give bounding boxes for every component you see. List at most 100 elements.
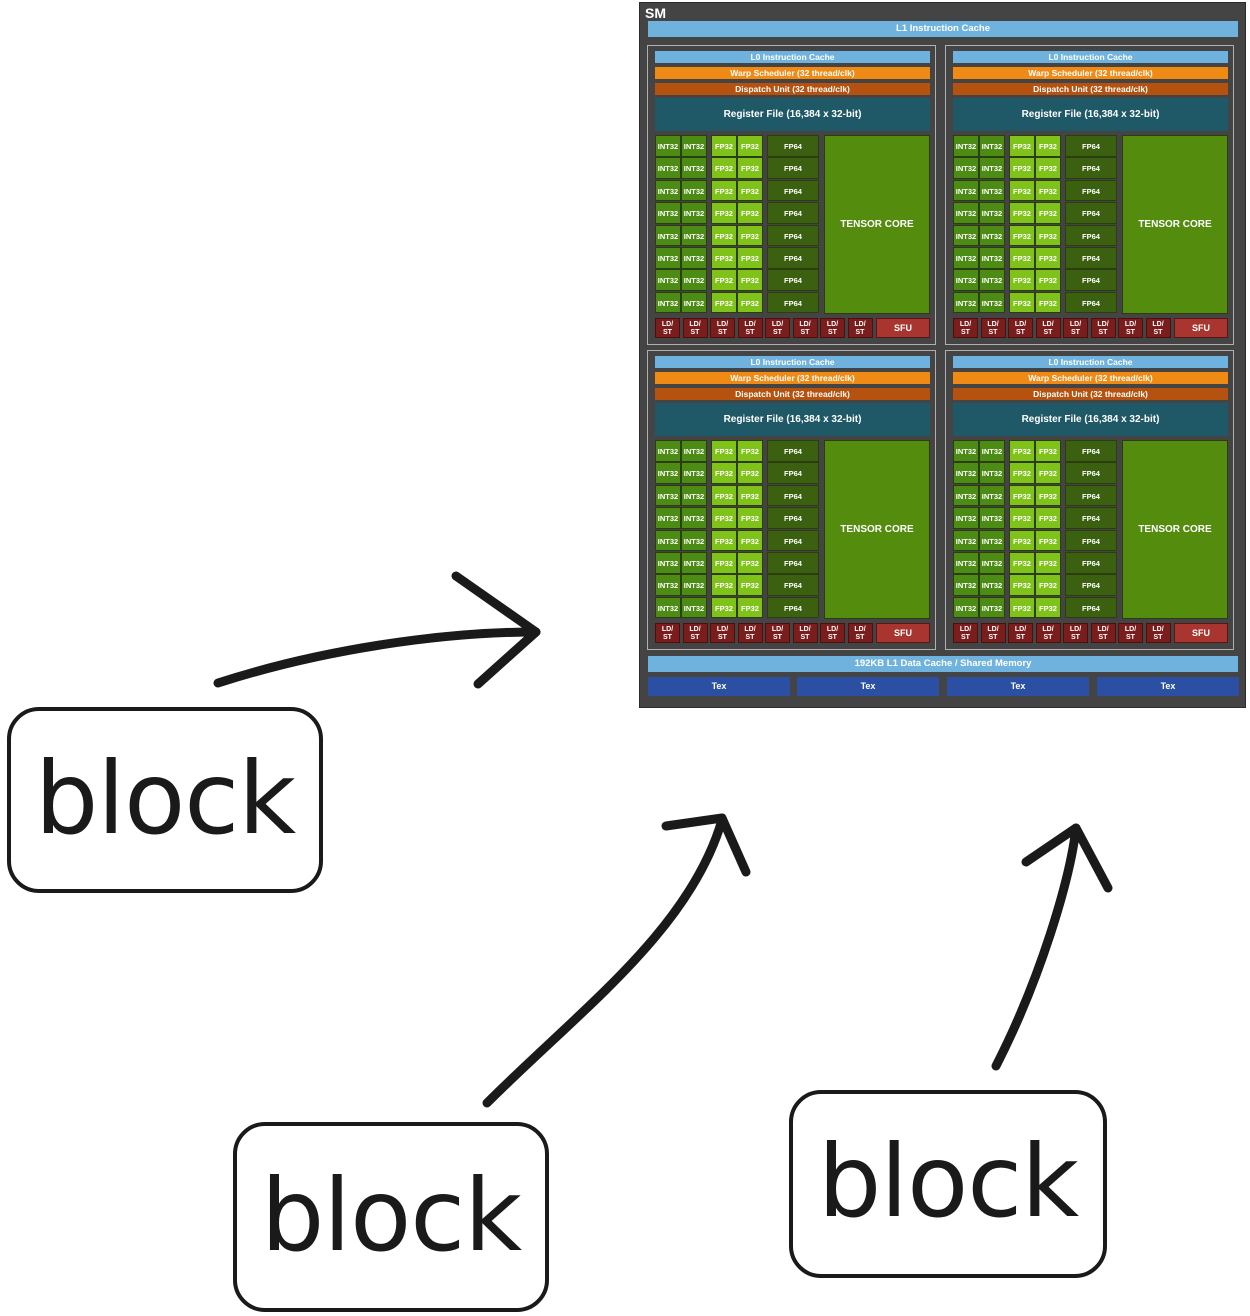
int32-unit: INT32 [681, 179, 707, 202]
ld-st-label: LD/ ST [1097, 321, 1109, 336]
int32-unit: INT32 [953, 291, 979, 314]
int32-unit: INT32 [681, 484, 707, 507]
ld-st-label: LD/ ST [716, 321, 729, 336]
fp32-unit: FP32 [711, 596, 737, 619]
ld-st-label: LD/ ST [1152, 626, 1164, 641]
ld-st-unit: LD/ ST [655, 623, 680, 643]
fp32-unit: FP32 [1009, 596, 1035, 619]
sfu-unit: SFU [876, 318, 930, 338]
ld-st-unit: LD/ ST [710, 623, 735, 643]
fp32-unit: FP32 [1035, 596, 1061, 619]
int32-unit: INT32 [681, 291, 707, 314]
int32-unit: INT32 [655, 596, 681, 619]
fp32-unit: FP32 [1009, 224, 1035, 247]
fp32-unit: FP32 [711, 440, 737, 462]
ld-st-unit: LD/ ST [1008, 623, 1033, 643]
register-file: Register File (16,384 x 32-bit) [953, 98, 1228, 131]
fp32-unit: FP32 [737, 157, 763, 179]
ld-st-label: LD/ ST [1069, 321, 1082, 336]
int32-unit: INT32 [979, 179, 1005, 202]
register-file: Register File (16,384 x 32-bit) [655, 98, 930, 131]
int32-unit: INT32 [655, 507, 681, 529]
ld-st-unit: LD/ ST [682, 623, 708, 643]
dispatch-unit: Dispatch Unit (32 thread/clk) [953, 83, 1228, 95]
fp64-unit: FP64 [1065, 574, 1117, 596]
fp32-unit: FP32 [1035, 440, 1061, 462]
ld-st-unit: LD/ ST [980, 623, 1006, 643]
int32-unit: INT32 [655, 224, 681, 247]
fp64-unit: FP64 [767, 462, 819, 484]
fp64-unit: FP64 [767, 552, 819, 574]
fp64-unit: FP64 [1065, 440, 1117, 462]
int32-unit: INT32 [681, 157, 707, 179]
fp64-unit: FP64 [1065, 157, 1117, 179]
ld-st-unit: LD/ ST [1090, 318, 1116, 338]
arrow-to-sm [991, 823, 1081, 1071]
fp32-unit: FP32 [1035, 135, 1061, 157]
ld-st-label: LD/ ST [1014, 626, 1027, 641]
tex-unit: Tex [648, 677, 790, 696]
int32-unit: INT32 [681, 202, 707, 224]
int32-unit: INT32 [681, 440, 707, 462]
int32-unit: INT32 [655, 269, 681, 291]
l0-instruction-cache: L0 Instruction Cache [953, 51, 1228, 63]
ld-st-unit: LD/ ST [792, 318, 818, 338]
ld-st-unit: LD/ ST [655, 318, 680, 338]
int32-unit: INT32 [953, 247, 979, 269]
int32-unit: INT32 [681, 574, 707, 596]
fp64-unit: FP64 [1065, 135, 1117, 157]
fp32-unit: FP32 [1035, 291, 1061, 314]
fp32-unit: FP32 [737, 247, 763, 269]
warp-scheduler: Warp Scheduler (32 thread/clk) [953, 67, 1228, 79]
ld-st-unit: LD/ ST [1035, 623, 1061, 643]
tensor-core: TENSOR CORE [1122, 135, 1228, 314]
fp32-unit: FP32 [737, 179, 763, 202]
fp32-unit: FP32 [711, 507, 737, 529]
ld-st-unit: LD/ ST [953, 318, 978, 338]
fp32-unit: FP32 [1035, 157, 1061, 179]
fp32-unit: FP32 [711, 224, 737, 247]
fp64-unit: FP64 [767, 291, 819, 314]
fp32-unit: FP32 [1035, 179, 1061, 202]
fp64-unit: FP64 [1065, 552, 1117, 574]
ld-st-label: LD/ ST [1124, 626, 1137, 641]
int32-unit: INT32 [655, 529, 681, 552]
ld-st-unit: LD/ ST [1063, 623, 1088, 643]
fp32-unit: FP32 [711, 157, 737, 179]
fp64-unit: FP64 [1065, 269, 1117, 291]
fp32-unit: FP32 [1009, 269, 1035, 291]
fp32-unit: FP32 [1009, 507, 1035, 529]
ld-st-label: LD/ ST [744, 321, 756, 336]
ld-st-unit: LD/ ST [1118, 623, 1143, 643]
fp64-unit: FP64 [1065, 484, 1117, 507]
int32-unit: INT32 [655, 179, 681, 202]
int32-unit: INT32 [681, 596, 707, 619]
fp32-unit: FP32 [1035, 507, 1061, 529]
ld-st-unit: LD/ ST [980, 318, 1006, 338]
arrow-to-sm [213, 627, 541, 688]
fp64-unit: FP64 [767, 224, 819, 247]
fp32-unit: FP32 [737, 291, 763, 314]
fp32-unit: FP32 [737, 484, 763, 507]
int32-unit: INT32 [953, 269, 979, 291]
int32-unit: INT32 [655, 247, 681, 269]
int32-unit: INT32 [953, 440, 979, 462]
dispatch-unit: Dispatch Unit (32 thread/clk) [655, 83, 930, 95]
ld-st-unit: LD/ ST [737, 623, 763, 643]
ld-st-label: LD/ ST [1124, 321, 1137, 336]
ld-st-label: LD/ ST [716, 626, 729, 641]
l0-instruction-cache: L0 Instruction Cache [655, 356, 930, 368]
ld-st-unit: LD/ ST [710, 318, 735, 338]
fp32-unit: FP32 [1035, 462, 1061, 484]
fp32-unit: FP32 [1009, 574, 1035, 596]
int32-unit: INT32 [655, 574, 681, 596]
fp64-unit: FP64 [767, 157, 819, 179]
fp32-unit: FP32 [711, 484, 737, 507]
l0-instruction-cache: L0 Instruction Cache [655, 51, 930, 63]
int32-unit: INT32 [979, 135, 1005, 157]
